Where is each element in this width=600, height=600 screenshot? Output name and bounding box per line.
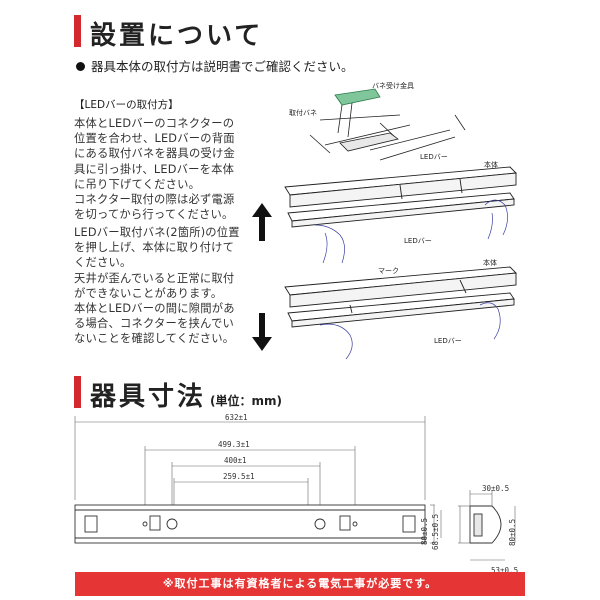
label-ledbar-top: LEDバー [420,153,448,161]
heading-accent-bar [74,15,81,47]
bullet-icon [76,62,85,71]
label-mark: マーク [378,267,399,275]
arrow-up-icon [252,203,272,241]
top-assembly-diagram [284,166,517,228]
label-spring: 取付バネ [289,109,317,117]
section-title-installation: 設置について [90,21,264,51]
unit-label: (単位：mm) [210,394,282,408]
arrow-down-icon [252,313,272,351]
dimension-drawing [74,416,516,561]
label-spring-bracket: バネ受け金具 [372,82,414,90]
dim-height-left: 80±0.5 [420,517,429,545]
bottom-assembly-diagram [284,266,517,328]
dim-499: 499.3±1 [218,440,250,449]
label-body-bottom: 本体 [483,259,497,267]
install-paragraph-1: 本体とLEDバーのコネクターの 位置を合わせ、LEDバーの背面 にある取付バネを… [74,117,235,222]
warning-text: ※取付工事は有資格者による電気工事が必要です。 [162,577,438,590]
label-body-top: 本体 [484,161,498,169]
dim-400: 400±1 [224,456,247,465]
heading-accent-bar-2 [74,376,81,408]
install-note: 器具本体の取付方は説明書でご確認ください。 [76,56,354,75]
install-note-text: 器具本体の取付方は説明書でご確認ください。 [91,59,354,74]
label-ledbar-bottom: LEDバー [434,337,462,345]
label-ledbar-mid: LEDバー [404,237,432,245]
section-title-dimensions: 器具寸法(単位：mm) [90,376,282,413]
dim-inner-left: 68.5±0.5 [431,513,440,550]
installation-diagram [284,88,517,360]
dim-side-top: 30±0.5 [482,484,510,493]
install-paragraph-2: LEDバー取付バネ(2箇所)の位置 を押し上げ、本体に取り付けて ください。 天… [74,226,240,346]
dim-overall: 632±1 [225,413,248,422]
warning-banner: ※取付工事は有資格者による電気工事が必要です。 [75,572,525,596]
ledbar-install-subheading: 【LEDバーの取付方】 [74,99,179,111]
fixture-front-view [74,504,426,544]
spring-bracket-detail [309,88,466,161]
dimensions-title: 器具寸法 [90,382,207,412]
dim-259: 259.5±1 [223,472,255,481]
dim-side-width: 53±0.5 [491,566,519,575]
fixture-side-view [469,505,502,544]
dim-side-height: 80±0.5 [508,518,517,546]
hand-illustrations [314,199,508,360]
